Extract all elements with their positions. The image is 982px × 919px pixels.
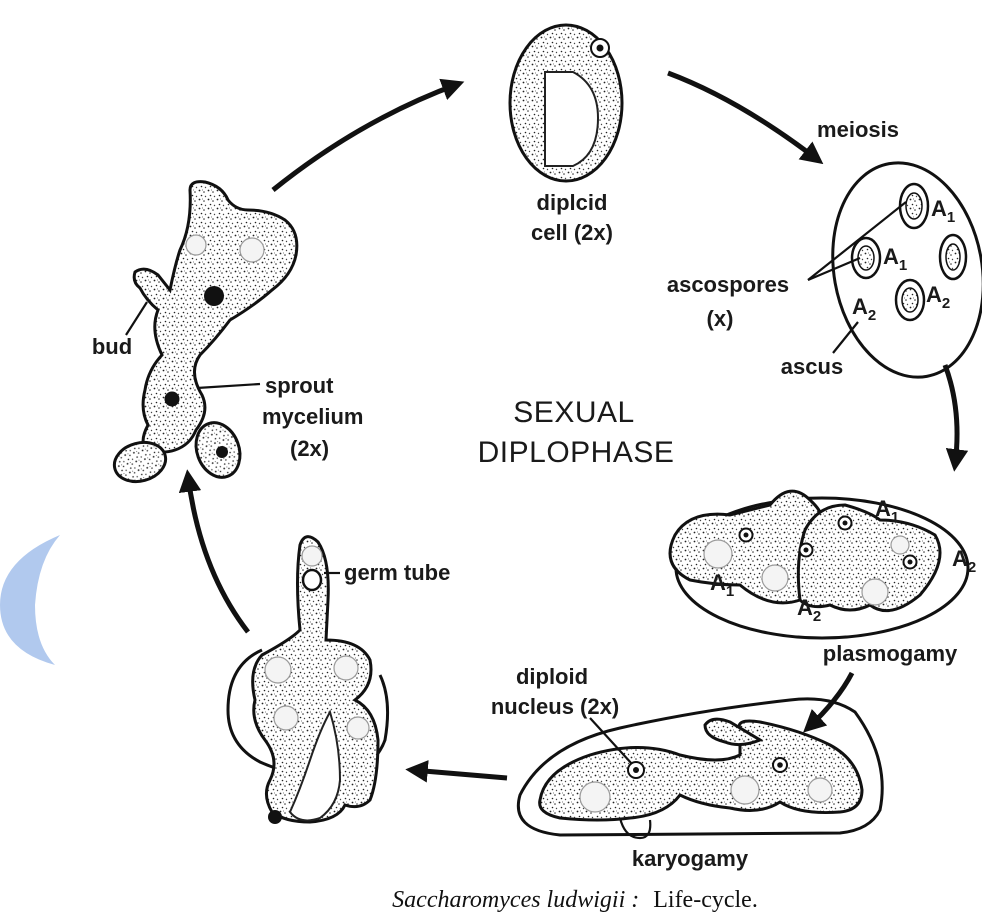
arrow-to-plasmogamy [945,365,957,465]
sprout-label-2: mycelium [262,404,364,429]
sprout-leader [197,384,260,388]
meiosis-label: meiosis [817,117,899,142]
bud-leader [126,302,147,335]
watermark-shape [0,535,60,665]
karyogamy-label: karyogamy [632,846,749,871]
center-title-line-2: DIPLOPHASE [478,436,675,469]
arrow-to-germination [412,770,507,778]
ascospore-a1-top [900,184,928,228]
arrow-to-diploid-cell [273,84,458,190]
sprout-mycelium-stage [110,182,297,487]
ascospores-label-1: ascospores [667,272,789,297]
karyogamy-stage [518,699,882,838]
sprout-label-1: sprout [265,373,334,398]
diploid-nucleus-label-1: diploid [516,664,588,689]
caption-separator: : [625,887,639,913]
caption-species: Saccharomyces ludwigii [392,887,625,913]
germ-tube-label: germ tube [344,560,450,585]
center-title-line-1: SEXUAL [513,396,634,429]
ascospores-label-2: (x) [707,306,734,331]
ascospore-a2-right [940,235,966,279]
ascus-label: ascus [781,354,843,379]
figure-caption: Saccharomyces ludwigii : Life-cycle. [392,887,758,913]
ascus-leader [833,322,858,353]
diploid-cell-label-2: cell (2x) [531,220,613,245]
bud-label: bud [92,334,132,359]
sprout-label-3: (2x) [290,436,329,461]
plasmogamy-label: plasmogamy [823,641,958,666]
arrow-to-sprout [188,476,248,632]
ascospore-a2-bottom [896,280,924,320]
diploid-cell-label-1: diplcid [537,190,608,215]
caption-text: Life-cycle. [653,887,758,913]
diploid-cell-stage [510,25,622,181]
arrow-meiosis [668,73,818,160]
ascospore-a1-mid [852,238,880,278]
diploid-nucleus-label-2: nucleus (2x) [491,694,619,719]
